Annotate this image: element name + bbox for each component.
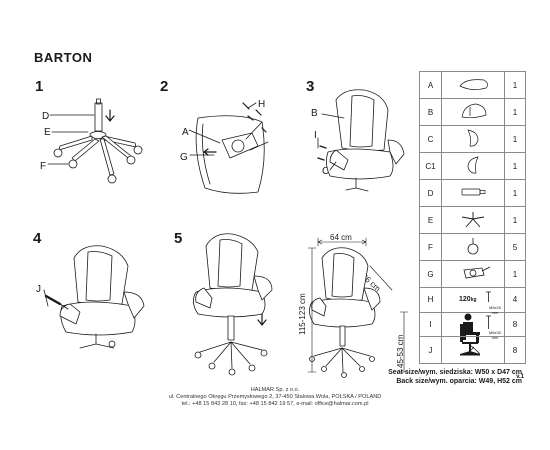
label-e: E	[44, 127, 51, 138]
part-qty: 1	[504, 260, 526, 288]
footer-address: ul. Centralnego Okręgu Przemysłowego 2, …	[168, 394, 382, 401]
part-qty: 1	[504, 125, 526, 153]
part-icon-cell	[441, 152, 505, 180]
step1-base-drawing	[47, 98, 143, 184]
step2-seat-drawing	[188, 102, 269, 194]
label-f: F	[40, 161, 47, 172]
part-qty: 5	[504, 233, 526, 261]
label-a: A	[182, 127, 189, 138]
table-row: A 1	[419, 71, 526, 99]
seat-icon	[459, 79, 488, 90]
part-letter: A	[419, 71, 442, 99]
dimension-width: 64 cm	[330, 233, 352, 242]
table-row: I M6x30 mm 8	[419, 311, 526, 340]
mechanism-icon	[463, 266, 491, 279]
screwdriver-icon	[469, 345, 481, 355]
caster-icon	[467, 238, 479, 255]
part-icon-cell	[441, 71, 505, 99]
part-icon-cell	[441, 206, 505, 234]
seat-size-text: Seat size/wym. siedziska: W50 x D47 cm	[388, 369, 522, 376]
part-letter: G	[419, 260, 442, 288]
part-qty: 1	[504, 71, 526, 99]
table-row: H M6x20 mm 4	[419, 287, 526, 315]
step-number-1: 1	[35, 78, 44, 95]
version-label: v.1	[516, 374, 524, 380]
bolt-icon	[486, 315, 491, 329]
table-row: C1 1	[419, 152, 526, 180]
step3-chair-drawing	[317, 89, 405, 192]
armrest-icon	[467, 129, 479, 147]
capacity-value: 120	[459, 296, 471, 303]
step-number-5: 5	[174, 230, 183, 247]
part-icon-cell	[441, 179, 505, 207]
label-b: B	[311, 108, 318, 119]
table-row: G 1	[419, 260, 526, 288]
table-row: D 1	[419, 179, 526, 207]
label-i: I	[314, 130, 317, 141]
table-row: J 8	[419, 336, 526, 365]
part-qty: 1	[504, 98, 526, 126]
part-qty: 1	[504, 179, 526, 207]
step-number-4: 4	[33, 230, 42, 247]
parts-table: A 1 B 1 C 1 C1 1 D	[419, 71, 526, 365]
table-row: B 1	[419, 98, 526, 126]
part-qty: 4	[504, 287, 526, 313]
part-letter: F	[419, 233, 442, 261]
part-letter: H	[419, 287, 442, 313]
part-icon-cell	[441, 260, 505, 288]
footer-contact: tel.: +48 15 843 28 10, fax: +48 15 842 …	[181, 401, 369, 408]
label-h: H	[258, 99, 266, 110]
backrest-icon	[461, 103, 487, 119]
part-icon-cell	[441, 98, 505, 126]
back-size-text: Back size/wym. oparcia: W49, H52 cm	[396, 378, 522, 385]
part-icon-cell	[441, 336, 505, 365]
part-icon-cell	[441, 125, 505, 153]
step5-chair-drawing	[193, 233, 273, 376]
armrest-icon	[467, 156, 479, 174]
label-d: D	[42, 111, 50, 122]
part-letter: D	[419, 179, 442, 207]
part-qty: 1	[504, 206, 526, 234]
gas-lift-icon	[461, 188, 486, 196]
footer: HALMAR Sp. z o.o. ul. Centralnego Okręgu…	[60, 387, 490, 409]
step4-chair-drawing	[43, 245, 145, 349]
label-j: J	[36, 284, 41, 295]
part-letter: C	[419, 125, 442, 153]
capacity-unit: kg	[470, 297, 477, 303]
bolt-icon	[486, 291, 491, 302]
step-number-2: 2	[160, 78, 169, 95]
part-qty: 1	[504, 152, 526, 180]
part-qty: 8	[504, 336, 526, 365]
part-icon-cell: M6x30 mm	[441, 311, 505, 340]
part-letter: B	[419, 98, 442, 126]
dimension-chair-drawing	[307, 237, 409, 378]
part-letter: I	[419, 311, 442, 338]
table-row: C 1	[419, 125, 526, 153]
base-icon	[461, 212, 485, 228]
part-letter: E	[419, 206, 442, 234]
page-title: BARTON	[34, 50, 93, 65]
footer-company: HALMAR Sp. z o.o.	[250, 387, 300, 393]
label-g: G	[180, 152, 188, 163]
part-letter: J	[419, 336, 442, 365]
capacity-label: 120kg	[459, 296, 477, 303]
table-row: E 1	[419, 206, 526, 234]
step-number-3: 3	[306, 78, 315, 95]
label-c: C	[322, 166, 330, 177]
part-letter: C1	[419, 152, 442, 180]
part-icon-cell	[441, 233, 505, 261]
part-qty: 8	[504, 311, 526, 338]
table-row: F 5	[419, 233, 526, 261]
